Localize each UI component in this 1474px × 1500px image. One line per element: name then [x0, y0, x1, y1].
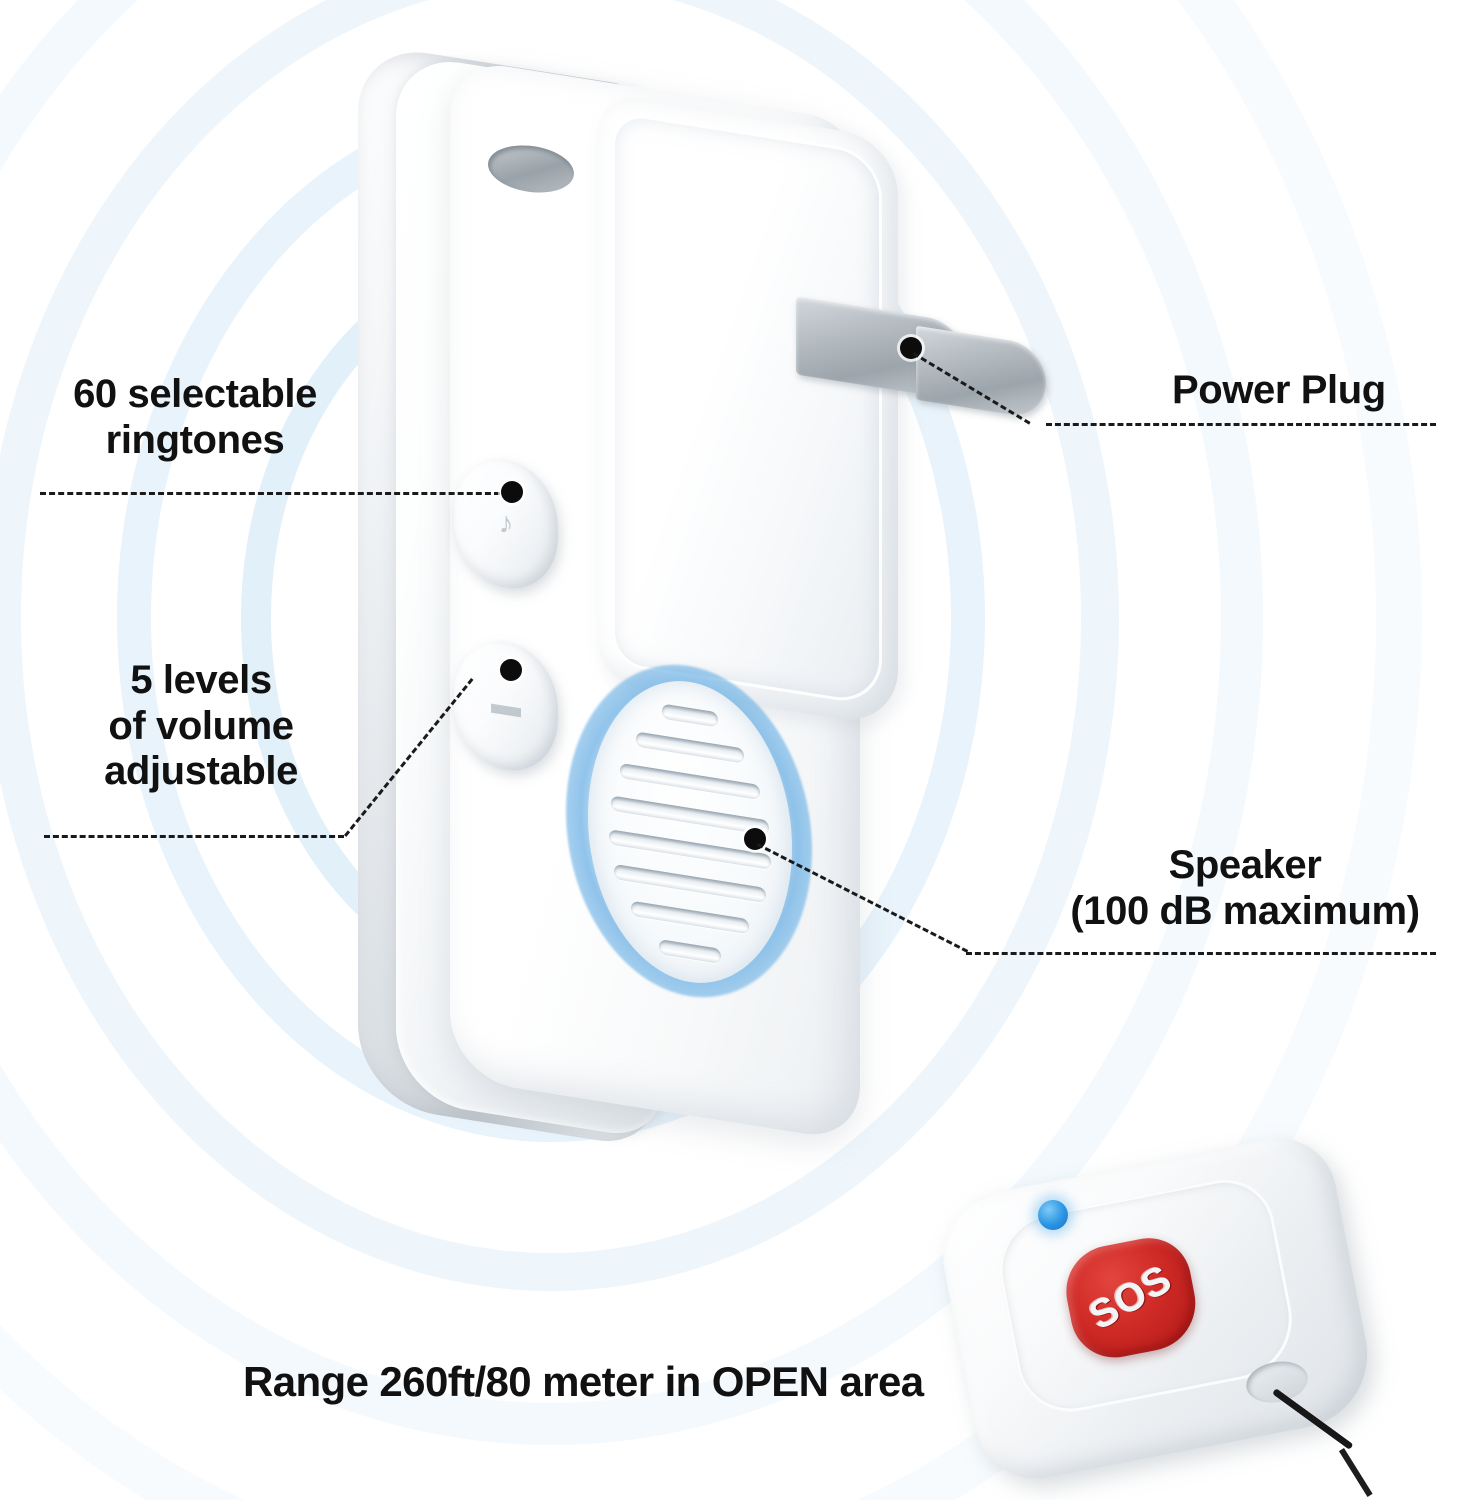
callout-label-power-plug: Power Plug [1172, 368, 1386, 412]
status-led-icon [1038, 1200, 1068, 1230]
sos-button-label: SOS [1081, 1256, 1180, 1339]
device-plug-block [598, 92, 898, 728]
speaker-slot [662, 703, 718, 728]
speaker-slot [631, 900, 749, 935]
leader-line-power-plug [1046, 423, 1436, 426]
leader-line-ringtones [40, 492, 500, 495]
callout-dot-speaker [744, 828, 766, 850]
volume-icon: ▬ [491, 686, 521, 725]
callout-label-volume: 5 levels of volume adjustable [104, 658, 298, 794]
leader-line-speaker [966, 952, 1436, 955]
speaker-slot [614, 863, 766, 904]
callout-dot-volume [500, 659, 522, 681]
power-prong-icon [916, 325, 1046, 421]
range-footer-text: Range 260ft/80 meter in OPEN area [243, 1358, 924, 1405]
speaker-slot [659, 939, 721, 964]
callout-dot-power-plug [900, 337, 922, 359]
lanyard-cord [1338, 1448, 1373, 1497]
callout-label-speaker: Speaker (100 dB maximum) [1070, 843, 1420, 933]
speaker-slot [611, 795, 769, 836]
sos-remote-transmitter: SOS [932, 1128, 1386, 1500]
callout-label-ringtones: 60 selectable ringtones [73, 372, 317, 462]
callout-dot-ringtones [501, 481, 523, 503]
speaker-slot [636, 731, 744, 764]
music-note-icon: ♪ [498, 505, 514, 542]
speaker-slot [620, 762, 760, 801]
leader-line-volume [44, 835, 344, 838]
doorbell-receiver-device: ♪ ▬ [330, 42, 1046, 1150]
